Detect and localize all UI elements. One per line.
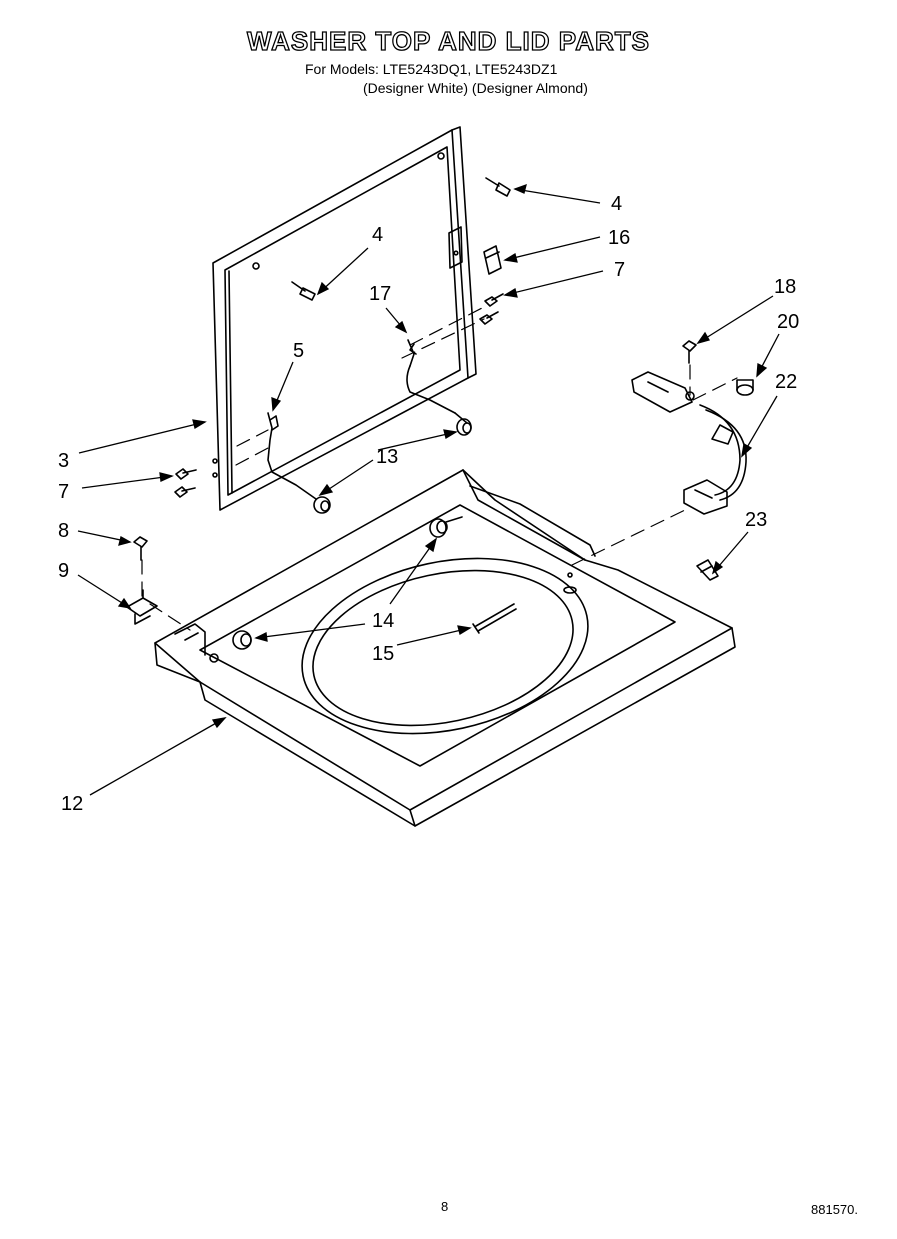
page-number: 8 <box>441 1199 449 1214</box>
lid-rod-assembly <box>267 339 472 514</box>
washer-top <box>154 469 736 827</box>
screws-7-right <box>479 293 504 325</box>
screw-4-left <box>291 281 316 301</box>
callout-3: 3 <box>58 450 69 472</box>
callout-9: 9 <box>58 560 69 582</box>
callout-4-left: 4 <box>372 224 383 246</box>
callout-18: 18 <box>774 276 796 298</box>
callout-7-left: 7 <box>58 481 69 503</box>
callout-13: 13 <box>376 446 398 468</box>
callout-14: 14 <box>372 610 394 632</box>
screw-8 <box>133 536 148 561</box>
screw-15 <box>472 603 517 634</box>
models-line: For Models: LTE5243DQ1, LTE5243DZ1 <box>305 61 558 77</box>
callout-4-right: 4 <box>611 193 622 215</box>
lid-frame <box>212 126 477 511</box>
callout-12: 12 <box>61 793 83 815</box>
callout-15: 15 <box>372 643 394 665</box>
callout-17: 17 <box>369 283 391 305</box>
diagram-title: WASHER TOP AND LID PARTS <box>246 25 650 56</box>
callout-22: 22 <box>775 371 797 393</box>
callout-7-right: 7 <box>614 259 625 281</box>
lid-switch-assembly <box>631 340 754 581</box>
bumpers-14 <box>232 516 463 650</box>
callout-23: 23 <box>745 509 767 531</box>
lid-clip-16 <box>483 245 502 275</box>
callout-16: 16 <box>608 227 630 249</box>
screws-7-left <box>174 468 197 498</box>
clip-9 <box>126 589 158 625</box>
callout-8: 8 <box>58 520 69 542</box>
callout-5: 5 <box>293 340 304 362</box>
document-number: 881570. <box>811 1202 858 1217</box>
variants-line: (Designer White) (Designer Almond) <box>363 80 588 96</box>
callout-20: 20 <box>777 311 799 333</box>
screw-4-right <box>485 177 511 197</box>
